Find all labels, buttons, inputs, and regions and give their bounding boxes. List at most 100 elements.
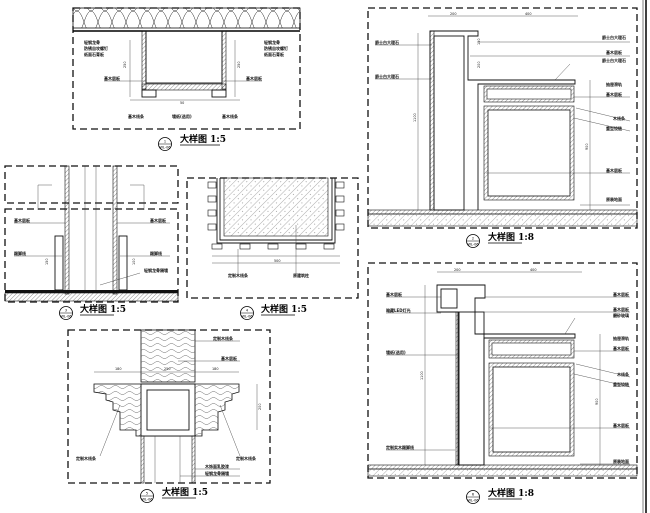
callout-label: 定制木线条	[212, 335, 233, 341]
label-text: WL-06	[467, 499, 478, 503]
label-text: 500	[274, 259, 280, 263]
callout-label: 轻钢龙骨隔墙	[205, 470, 229, 476]
label-text: 100	[132, 259, 136, 265]
callout-label: 基木层板	[612, 345, 630, 351]
callout-label: 基木层板	[612, 291, 630, 297]
label-text: 1100	[413, 113, 417, 122]
callout-label: 爵士白大理石	[375, 39, 399, 45]
label-text: 900	[595, 399, 599, 405]
callout-label: 重型铰链	[613, 381, 630, 387]
callout-label: 墙纸(选用)	[172, 113, 192, 119]
callout-label: 木线条	[616, 371, 629, 377]
callout-label: 磨砂玻璃	[612, 312, 629, 318]
label-text: 200	[477, 62, 481, 68]
label-text: 2	[472, 237, 474, 241]
dim-text: 250	[237, 62, 241, 68]
label-text: WL-06	[141, 498, 152, 502]
detail-title: 大样图 1:8	[488, 231, 534, 243]
detail-title: 大样图 1:5	[162, 486, 208, 498]
callout-label: 木饰面乳胶漆	[204, 463, 229, 469]
callout-label: 原装地面	[605, 196, 622, 202]
label-text: 3	[65, 309, 67, 313]
detail-tag: 1 WL-06 大样图 1:5	[158, 133, 226, 151]
callout-label: 基木层板	[612, 422, 630, 428]
detail-tag: 4 WL-06 大样图 1:5	[240, 303, 307, 320]
callout-label: 纸面石膏板	[84, 51, 105, 57]
label-text: WL-06	[159, 146, 170, 150]
callout-label: 踢脚线	[14, 250, 26, 256]
callout-label: 基木层板	[605, 91, 623, 97]
dim-text: 250	[123, 62, 127, 68]
callout-label: 轻钢龙骨	[84, 39, 100, 45]
label-text: 200	[258, 404, 262, 410]
callout-label: 基木层板	[245, 75, 263, 81]
label-text: 180	[212, 367, 218, 371]
callout-label: 基木线条	[221, 113, 238, 119]
label-text: WL-06	[241, 315, 252, 319]
callout-label: 基木层板	[385, 291, 403, 297]
detail-2: 200 400 1100 900 150 200 爵士白大理石 爵士白大理石 爵…	[367, 7, 638, 248]
callout-label: 定制木线条	[235, 455, 256, 461]
callout-label: 抽屉滑轨	[613, 335, 629, 341]
detail-3: 150 100 基木层板 踢脚线 基木层板 踢脚线 轻钢龙骨隔墙 3 WL-06…	[4, 165, 179, 320]
callout-label: 定制木线条	[75, 455, 96, 461]
callout-label: 防锈自攻螺钉	[264, 45, 288, 51]
label-text: 1100	[420, 371, 424, 380]
label-text: 150	[45, 259, 49, 265]
ceiling-insulation	[72, 7, 301, 29]
detail-6: 200 400 1100 900 基木层板 暗藏LED灯光 墙纸(选用) 定制实…	[367, 262, 638, 504]
detail-tag: 6 WL-06 大样图 1:8	[466, 487, 534, 504]
callout-label: 基木层板	[612, 306, 630, 312]
callout-label: 基木层板	[220, 355, 238, 361]
detail-1: 250 250 50 轻钢龙骨 防锈自攻螺钉 纸面石膏板 基木层板 轻钢龙骨 防…	[72, 7, 301, 151]
callout-label: 定制木线条	[227, 272, 248, 278]
callout-label: 爵士白大理石	[602, 34, 626, 40]
callout-label: 纸面石膏板	[264, 51, 285, 57]
callout-label: 原装地面	[612, 458, 629, 464]
label-text: 900	[585, 144, 589, 150]
detail-title: 大样图 1:5	[80, 303, 126, 315]
callout-label: 基木层板	[149, 217, 167, 223]
callout-label: 防锈自攻螺钉	[84, 45, 108, 51]
callout-label: 定制实木踢脚线	[385, 444, 414, 450]
callout-label: 重型铰链	[606, 125, 623, 131]
label-text: 400	[530, 268, 536, 272]
label-text: WL-06	[467, 243, 478, 247]
label-text: 6	[472, 493, 474, 497]
callout-label: 木线条	[612, 115, 625, 121]
detail-tag: 3 WL-06 大样图 1:5	[59, 303, 126, 320]
label-text: 5	[146, 492, 148, 496]
label-text: 250	[164, 367, 170, 371]
callout-label: 基木层板	[103, 75, 121, 81]
detail-4: 500 定制木线条 原建筑柱 4 WL-06 大样图 1:5	[186, 177, 359, 320]
label-text: 180	[115, 367, 121, 371]
label-text: 4	[246, 309, 249, 313]
callout-label: 爵士白大理石	[602, 57, 626, 63]
callout-label: 基木线条	[127, 113, 144, 119]
callout-label: 踢脚线	[150, 250, 162, 256]
callout-label: 基木层板	[605, 167, 623, 173]
callout-label: 原建筑柱	[292, 272, 309, 278]
callout-label: 墙纸(选用)	[386, 349, 406, 355]
label-text: 400	[525, 12, 531, 16]
sheet-border	[642, 0, 647, 513]
detail-tag: 2 WL-06 大样图 1:8	[466, 231, 534, 248]
label-text: 1	[164, 140, 166, 144]
callout-label: 爵士白大理石	[375, 73, 399, 79]
detail-title: 大样图 1:5	[180, 133, 226, 145]
detail-5: 180 250 180 200 定制木线条 基木层板 定制木线条 定制木线条 木…	[67, 329, 271, 503]
detail-tag: 5 WL-06 大样图 1:5	[140, 486, 208, 503]
callout-label: 暗藏LED灯光	[386, 307, 411, 313]
dim-text: 50	[180, 101, 184, 105]
callout-label: 轻钢龙骨隔墙	[144, 267, 168, 273]
callout-label: 轻钢龙骨	[264, 39, 280, 45]
callout-label: 基木层板	[13, 217, 31, 223]
callout-label: 基木层板	[605, 49, 623, 55]
callout-label: 抽屉滑轨	[606, 81, 622, 87]
detail-title: 大样图 1:5	[261, 303, 307, 315]
label-text: 200	[450, 12, 456, 16]
label-text: WL-06	[60, 315, 71, 319]
label-text: 200	[454, 268, 460, 272]
label-text: 150	[477, 39, 481, 45]
